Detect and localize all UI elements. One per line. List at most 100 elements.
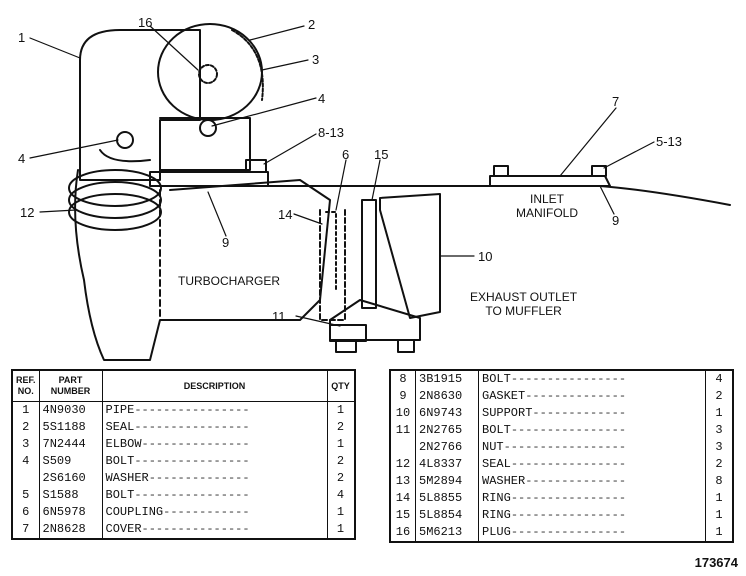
quantity-cell: 1 <box>327 436 355 453</box>
parts-table-header: REF. NO. PART NUMBER DESCRIPTION QTY <box>12 370 355 402</box>
ref-number-cell: 2 <box>12 419 40 436</box>
quantity-cell: 2 <box>327 453 355 470</box>
exhaust-outlet-caption: EXHAUST OUTLET TO MUFFLER <box>470 290 577 318</box>
quantity-cell-text: 3 <box>715 423 723 437</box>
inlet-manifold-caption-line2: MANIFOLD <box>516 206 579 220</box>
quantity-cell-text: 2 <box>715 457 723 471</box>
dot-leader: ---------------- <box>510 457 627 471</box>
description-cell: RING---------------- <box>478 490 706 507</box>
quantity-cell-text: 1 <box>715 491 723 505</box>
seal-ring-shape <box>68 169 162 207</box>
quantity-cell: 1 <box>327 504 355 521</box>
inlet-manifold-caption-line1: INLET <box>530 192 565 206</box>
ref-number-cell: 5 <box>12 487 40 504</box>
quantity-cell: 8 <box>706 473 734 490</box>
dot-leader: ----------------- <box>503 440 627 454</box>
description-cell: PIPE---------------- <box>102 401 328 419</box>
description-cell: ELBOW--------------- <box>102 436 328 453</box>
ref-number-cell: 13 <box>390 473 416 490</box>
ref-number-cell: 9 <box>390 388 416 405</box>
part-number-cell: 5M6213 <box>415 524 479 542</box>
dot-leader: ---------------- <box>134 420 250 434</box>
description-cell-text: SEAL <box>482 457 511 471</box>
coupling-shape <box>319 209 346 321</box>
callout-8-13: 8-13 <box>318 125 345 140</box>
quantity-cell: 4 <box>706 370 734 388</box>
parts-row: 2S6160 WASHER-------------- 2 <box>12 470 355 487</box>
part-number-cell-text: 2N8630 <box>419 389 463 403</box>
quantity-cell: 4 <box>327 487 355 504</box>
part-number-cell: 7N2444 <box>39 436 103 453</box>
dot-leader: --------------- <box>141 522 250 536</box>
callout-4-upper: 4 <box>318 91 326 106</box>
ref-number-cell-text: 6 <box>22 505 30 519</box>
ref-number-cell-text: 2 <box>22 420 30 434</box>
part-number-cell: 5L8854 <box>415 507 479 524</box>
header-qty: QTY <box>327 370 355 402</box>
ref-number-cell: 1 <box>12 401 40 419</box>
dot-leader: ---------------- <box>510 525 627 539</box>
description-cell: RING---------------- <box>478 507 706 524</box>
part-number-cell-text: 5L8854 <box>419 508 463 522</box>
header-description: DESCRIPTION <box>102 370 328 402</box>
quantity-cell-text: 1 <box>336 437 345 451</box>
callout-7: 7 <box>612 94 620 109</box>
quantity-cell-text: 2 <box>336 471 345 485</box>
part-number-cell: S509 <box>39 453 103 470</box>
dot-leader: ---------------- <box>134 454 250 468</box>
dot-leader: -------------- <box>525 389 627 403</box>
part-number-cell-text: 2N2766 <box>419 440 463 454</box>
ref-number-cell-text: 15 <box>395 508 411 522</box>
inlet-manifold-caption: INLET MANIFOLD <box>516 192 578 220</box>
quantity-cell: 1 <box>327 402 355 420</box>
callout-3: 3 <box>312 52 320 67</box>
description-cell-text: WASHER <box>105 471 149 485</box>
description-cell-text: BOLT <box>105 454 135 468</box>
ref-number-cell-text: 10 <box>395 406 411 420</box>
quantity-cell: 1 <box>706 524 734 542</box>
quantity-cell-text: 1 <box>715 406 723 420</box>
description-cell: BOLT---------------- <box>478 370 706 388</box>
ref-number-cell-text: 12 <box>395 457 411 471</box>
description-cell-text: ELBOW <box>105 437 142 451</box>
ref-number-cell: 15 <box>390 507 416 524</box>
description-cell: SEAL---------------- <box>478 456 706 473</box>
turbocharger-body-shape <box>74 169 331 361</box>
quantity-cell-text: 2 <box>336 454 345 468</box>
quantity-cell-text: 2 <box>715 389 723 403</box>
description-cell-text: WASHER <box>482 474 526 488</box>
ref-number-cell-text: 13 <box>395 474 411 488</box>
description-cell: NUT----------------- <box>478 439 706 456</box>
description-cell-text: PIPE <box>105 403 135 417</box>
part-number-cell: 5M2894 <box>415 473 479 490</box>
callout-4-lower: 4 <box>18 151 26 166</box>
part-number-cell-text: S509 <box>42 454 72 468</box>
quantity-cell: 3 <box>706 439 734 456</box>
dot-leader: -------------- <box>148 471 250 485</box>
callout-2: 2 <box>308 17 316 32</box>
part-number-cell-text: 2S6160 <box>42 471 86 485</box>
description-cell-text: BOLT <box>482 423 511 437</box>
description-cell-text: GASKET <box>482 389 526 403</box>
exhaust-outlet-caption-line2: TO MUFFLER <box>485 304 562 318</box>
description-cell: COVER--------------- <box>102 521 328 539</box>
description-cell: SEAL---------------- <box>102 419 328 436</box>
part-number-cell-text: 5M2894 <box>419 474 463 488</box>
description-cell-text: PLUG <box>482 525 511 539</box>
callout-9-left: 9 <box>222 235 230 250</box>
quantity-cell: 2 <box>706 388 734 405</box>
header-ref-line2: NO. <box>17 386 34 396</box>
part-number-cell-text: 2N2765 <box>419 423 463 437</box>
ref-number-cell: 6 <box>12 504 40 521</box>
callout-5-13: 5-13 <box>656 134 683 149</box>
